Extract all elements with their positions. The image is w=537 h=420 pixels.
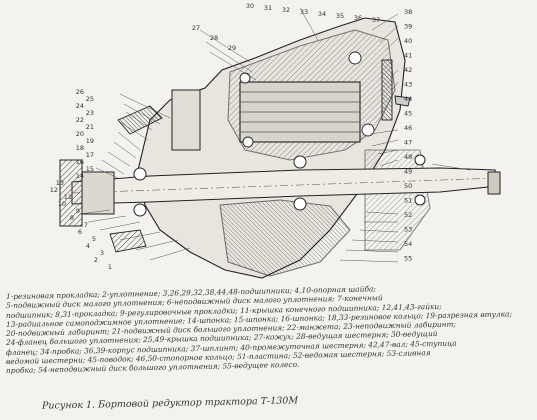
callout-number: 28: [210, 34, 218, 42]
callout-number: 3: [100, 249, 104, 257]
callout-number: 42: [404, 66, 412, 74]
figure-caption: Рисунок 1. Бортовой редуктор трактора Т-…: [42, 395, 299, 412]
callout-number: 53: [404, 226, 412, 234]
callout-number: 30: [246, 2, 254, 10]
callout-number: 41: [404, 52, 412, 60]
callout-number: 14: [76, 172, 84, 180]
parts-legend: 1-резиновая прокладка; 2-уплотнение; 3,2…: [6, 281, 532, 376]
callout-number: 19: [86, 137, 94, 145]
callout-number: 21: [86, 123, 94, 131]
callout-number: 20: [76, 130, 84, 138]
callout-number: 6: [78, 228, 82, 236]
callout-number: 55: [404, 255, 412, 263]
callout-number: 34: [318, 10, 326, 18]
callout-number: 35: [336, 12, 344, 20]
callout-number: 12: [50, 186, 58, 194]
callout-numbers: 2625242322212019181716151413121110987654…: [50, 2, 413, 271]
callout-number: 46: [404, 124, 412, 132]
callout-number: 23: [86, 109, 94, 117]
upper-bearings: [239, 51, 393, 148]
leader-lines: [79, 7, 471, 263]
callout-number: 32: [282, 6, 290, 14]
callout-number: 49: [404, 168, 412, 176]
callout-number: 39: [404, 23, 412, 31]
callout-number: 36: [354, 14, 362, 22]
drive-housing-outline: [137, 17, 431, 279]
callout-number: 16: [76, 158, 84, 166]
callout-number: 52: [404, 211, 412, 219]
small-fittings: [109, 95, 411, 253]
callout-number: 29: [228, 44, 236, 52]
callout-number: 5: [92, 235, 96, 243]
callout-number: 45: [404, 110, 412, 118]
callout-number: 15: [86, 165, 94, 173]
callout-number: 40: [404, 37, 412, 45]
callout-number: 11: [64, 193, 72, 201]
callout-number: 2: [94, 256, 98, 264]
callout-number: 9: [76, 207, 80, 215]
callout-number: 8: [70, 214, 74, 222]
callout-number: 54: [404, 240, 412, 248]
callout-number: 44: [404, 95, 412, 103]
callout-number: 47: [404, 139, 412, 147]
callout-number: 13: [56, 179, 64, 187]
callout-number: 48: [404, 153, 412, 161]
callout-number: 17: [86, 151, 94, 159]
main-shaft: [59, 154, 501, 227]
callout-number: 26: [76, 88, 84, 96]
callout-number: 4: [86, 242, 90, 250]
callout-number: 10: [58, 200, 66, 208]
callout-number: 25: [86, 95, 94, 103]
callout-number: 24: [76, 102, 84, 110]
callout-number: 27: [192, 24, 200, 32]
callout-number: 7: [84, 221, 88, 229]
callout-number: 31: [264, 4, 272, 12]
callout-number: 22: [76, 116, 84, 124]
callout-number: 33: [300, 8, 308, 16]
callout-number: 1: [108, 263, 112, 271]
callout-number: 18: [76, 144, 84, 152]
gearbox-cross-section-drawing: 2625242322212019181716151413121110987654…: [50, 2, 501, 279]
callout-number: 37: [372, 16, 380, 24]
callout-number: 43: [404, 81, 412, 89]
callout-number: 51: [404, 197, 412, 205]
callout-number: 38: [404, 8, 412, 16]
callout-number: 50: [404, 182, 412, 190]
